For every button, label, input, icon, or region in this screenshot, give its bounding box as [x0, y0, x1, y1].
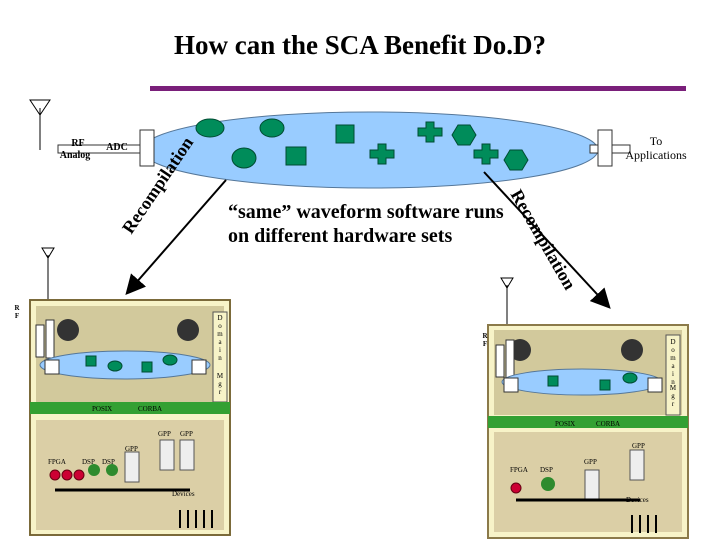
- left-devices-label: Devices: [172, 490, 195, 498]
- right-gpp-label-1: GPP: [632, 442, 645, 450]
- left-posix-label: POSIX: [92, 405, 113, 413]
- right-corba-label: CORBA: [596, 420, 621, 428]
- bus-connector-left-icon: [139, 129, 155, 167]
- right-antenna-icon: [500, 277, 514, 325]
- waveform-components: [195, 118, 529, 171]
- to-applications-label: To Applications: [625, 134, 687, 162]
- top-antenna-icon: [29, 99, 51, 150]
- left-dsp-label-2: DSP: [102, 458, 115, 466]
- adc-label: ADC: [106, 142, 128, 153]
- left-dsp-label-1: DSP: [82, 458, 95, 466]
- right-posix-label: POSIX: [555, 420, 576, 428]
- analog-label: Analog: [59, 150, 91, 161]
- right-fpga-label: FPGA: [510, 466, 528, 474]
- left-recompilation-arrow: [125, 179, 227, 296]
- left-gpp-label-1: GPP: [158, 430, 171, 438]
- left-antenna-icon: [41, 247, 55, 300]
- left-rf-label: R F: [14, 304, 20, 320]
- left-corba-bar: [30, 402, 230, 414]
- right-recompilation-arrow: [483, 171, 611, 309]
- rf-label: RF: [71, 138, 85, 149]
- right-gpp-label-2: GPP: [584, 458, 597, 466]
- right-domain-label: D o m a i n: [670, 338, 676, 386]
- left-corba-label: CORBA: [138, 405, 163, 413]
- right-corba-bar: [488, 416, 688, 428]
- right-rf-label: R F: [482, 332, 488, 348]
- left-mgr-label: M g r: [216, 372, 224, 396]
- title-underline: [150, 86, 686, 91]
- page-title: How can the SCA Benefit Do.D?: [174, 30, 546, 60]
- right-dsp-label: DSP: [540, 466, 553, 474]
- left-domain-label: D o m a i n: [217, 314, 223, 362]
- left-gpp-label-2: GPP: [180, 430, 193, 438]
- right-mgr-label: M g r: [669, 384, 677, 408]
- bus-connector-right-icon: [597, 129, 613, 167]
- left-hardware-set: [29, 299, 231, 536]
- center-caption: “same” waveform software runs on differe…: [228, 201, 504, 247]
- right-devices-label: Devices: [626, 496, 649, 504]
- left-fpga-label: FPGA: [48, 458, 66, 466]
- right-hardware-set: [487, 324, 689, 539]
- left-gpp-label-3: GPP: [125, 445, 138, 453]
